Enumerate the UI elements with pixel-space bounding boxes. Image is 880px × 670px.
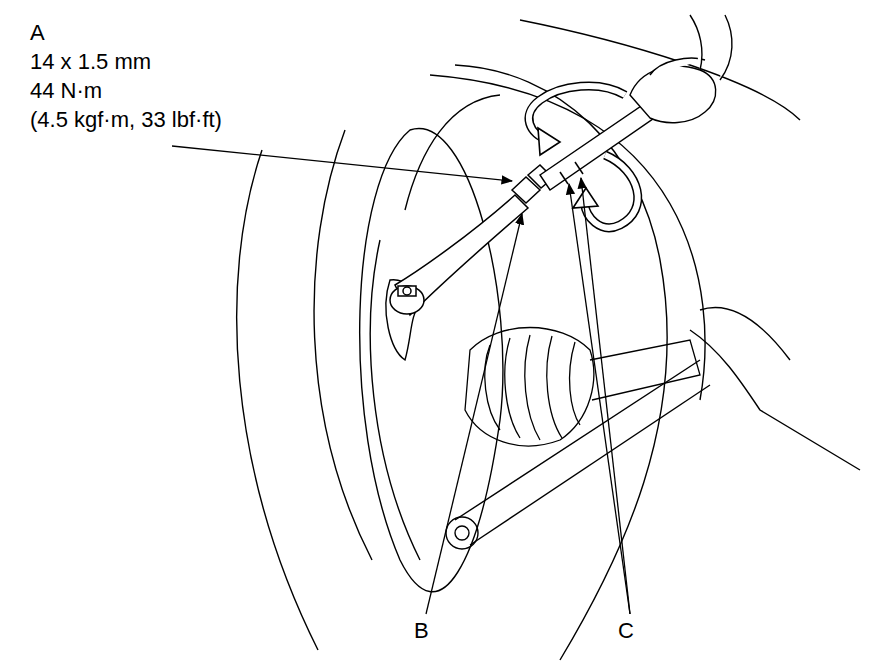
wheel-well (700, 307, 790, 360)
torque-value: 44 N·m (30, 78, 102, 104)
lower-arm (470, 385, 710, 545)
hand (720, 15, 732, 80)
rotation-arrow (585, 155, 638, 228)
knuckle-arm (386, 280, 420, 360)
leader-line (172, 146, 512, 181)
rotation-arrow (573, 188, 598, 208)
lower-arm (455, 526, 469, 540)
knuckle-arm (386, 280, 420, 360)
rotation-arrow (538, 128, 560, 155)
brake-rotor (405, 95, 500, 210)
hand (650, 58, 705, 75)
brake-rotor (360, 129, 503, 592)
leader-line (581, 178, 630, 614)
tie-rod-end (398, 286, 416, 296)
tie-rod-end (390, 286, 424, 314)
driveshaft-boot (525, 335, 540, 440)
tie-rod-end (390, 195, 528, 315)
tie-rod (540, 100, 660, 190)
callout-letter: B (414, 618, 429, 644)
lower-arm (446, 360, 710, 549)
callout-letter: C (618, 618, 634, 644)
torque-value: (4.5 kgf·m, 33 lbf·ft) (30, 107, 222, 133)
driveshaft-boot (570, 342, 580, 425)
tire-outline (237, 150, 318, 650)
driveshaft-boot (505, 338, 520, 438)
driveshaft-boot (547, 336, 562, 438)
leader-line (426, 214, 522, 614)
tire-outline (314, 130, 372, 560)
thread-size: 14 x 1.5 mm (30, 49, 151, 75)
leader-line (569, 184, 630, 614)
hand (630, 66, 716, 123)
brake-rotor (360, 95, 503, 592)
rotation-arrow (529, 86, 638, 228)
wheel-well (430, 20, 860, 660)
tire-outline (237, 130, 372, 650)
rotation-arrow (585, 155, 638, 228)
hand (690, 15, 702, 70)
tie-rod-end (403, 287, 411, 295)
wheel-well (690, 330, 860, 470)
lower-arm (446, 517, 478, 549)
leader-line (172, 146, 630, 614)
tie-rod (560, 172, 568, 184)
lower-arm (455, 360, 700, 520)
driveshaft-boot (465, 328, 700, 446)
driveshaft-boot (465, 328, 594, 446)
tie-rod (540, 100, 660, 190)
brake-rotor (370, 240, 420, 560)
tie-rod (575, 162, 583, 174)
hand (630, 15, 732, 123)
callout-letter: A (30, 20, 45, 46)
